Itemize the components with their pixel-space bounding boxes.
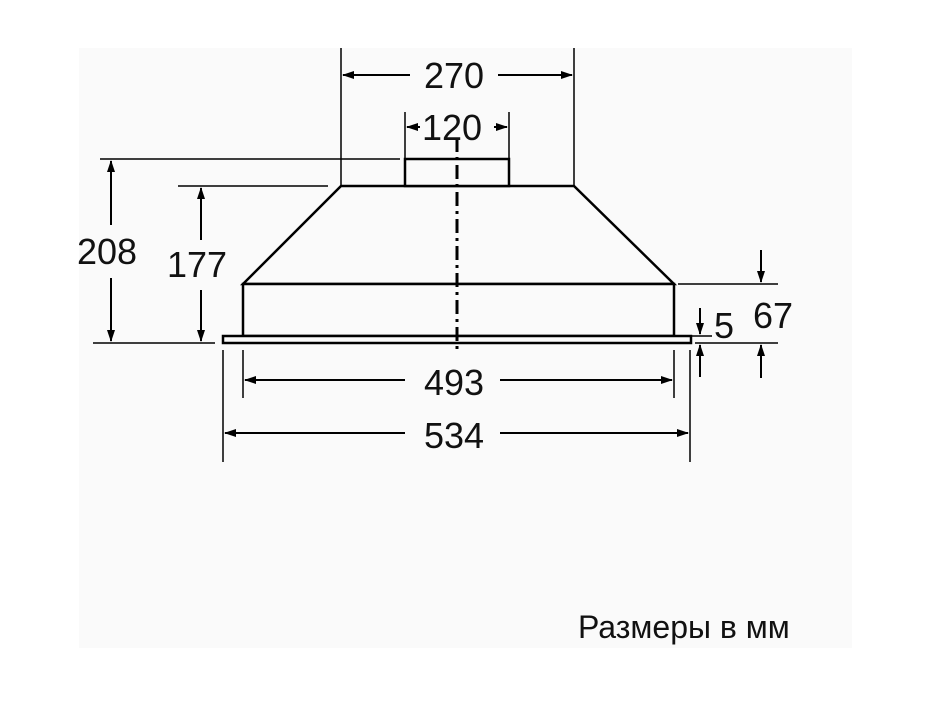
dim-label-body-width: 493 [424, 362, 484, 403]
dim-top-width: 270 [340, 48, 575, 186]
dim-label-total-height: 208 [77, 231, 137, 272]
dim-outlet-width: 120 [404, 107, 510, 159]
dim-total-height: 208 [77, 158, 400, 344]
dim-label-flange-thickness: 5 [714, 305, 734, 346]
dim-lower-section: 67 [678, 250, 793, 378]
units-caption: Размеры в мм [578, 609, 790, 645]
dim-label-outlet-width: 120 [422, 107, 482, 148]
dim-body-width: 493 [242, 350, 675, 403]
dim-label-overall-width: 534 [424, 415, 484, 456]
drawing-panel [79, 48, 852, 648]
dim-overall-width: 534 [222, 350, 691, 462]
dim-label-top-width: 270 [424, 55, 484, 96]
dim-flange-thickness: 5 [690, 305, 734, 377]
dim-label-body-height: 177 [167, 244, 227, 285]
dim-body-height: 177 [167, 185, 328, 342]
dim-label-lower-section: 67 [753, 295, 793, 336]
